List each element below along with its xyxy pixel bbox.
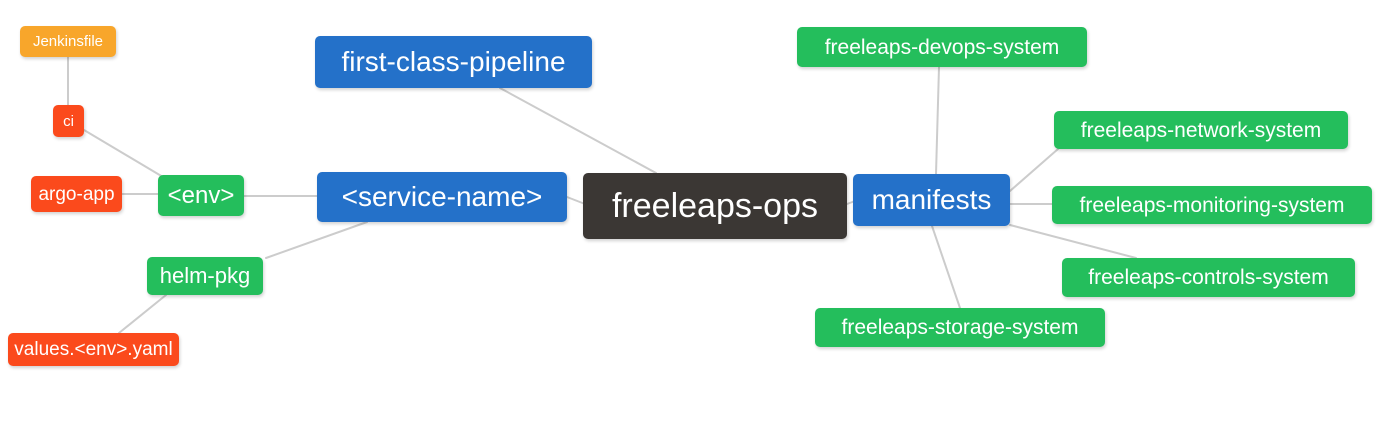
node-label: <service-name> [341,181,543,212]
edge-manifests-to-network-system [1009,148,1059,192]
node-network-system[interactable]: freeleaps-network-system [1054,111,1348,149]
node-env[interactable]: <env> [158,175,244,216]
edge-ci-to-env [83,129,164,178]
node-devops-system[interactable]: freeleaps-devops-system [797,27,1087,67]
node-label: freeleaps-storage-system [841,316,1079,339]
node-label: freeleaps-network-system [1080,118,1322,142]
node-label: <env> [167,181,235,209]
node-manifests[interactable]: manifests [853,174,1010,226]
node-jenkinsfile[interactable]: Jenkinsfile [20,26,116,57]
edge-helm-pkg-to-service-name [265,221,368,259]
node-label: helm-pkg [159,263,251,288]
node-label: ci [63,112,74,130]
node-label: freeleaps-devops-system [824,35,1060,59]
node-controls-system[interactable]: freeleaps-controls-system [1062,258,1355,297]
node-label: Jenkinsfile [32,33,104,50]
node-label: argo-app [38,183,115,205]
node-first-class-pipeline[interactable]: first-class-pipeline [315,36,592,88]
node-label: values.<env>.yaml [14,339,173,360]
node-label: first-class-pipeline [341,46,566,77]
node-label: freeleaps-controls-system [1088,266,1329,289]
edge-manifests-to-devops-system [935,66,940,175]
node-helm-pkg[interactable]: helm-pkg [147,257,263,295]
node-freeleaps-ops[interactable]: freeleaps-ops [583,173,847,239]
node-label: freeleaps-monitoring-system [1079,193,1345,217]
node-monitoring-system[interactable]: freeleaps-monitoring-system [1052,186,1372,224]
node-values-env-yaml[interactable]: values.<env>.yaml [8,333,179,366]
edge-first-class-pipeline-to-freeleaps-ops [499,87,657,174]
node-label: manifests [871,184,992,215]
edge-manifests-to-storage-system [931,225,961,309]
node-ci[interactable]: ci [53,105,84,137]
node-label: freeleaps-ops [611,187,818,225]
node-argo-app[interactable]: argo-app [31,176,122,212]
node-storage-system[interactable]: freeleaps-storage-system [815,308,1105,347]
node-service-name[interactable]: <service-name> [317,172,567,222]
edge-values-env-yaml-to-helm-pkg [118,294,167,334]
edge-manifests-to-controls-system [1009,224,1137,259]
